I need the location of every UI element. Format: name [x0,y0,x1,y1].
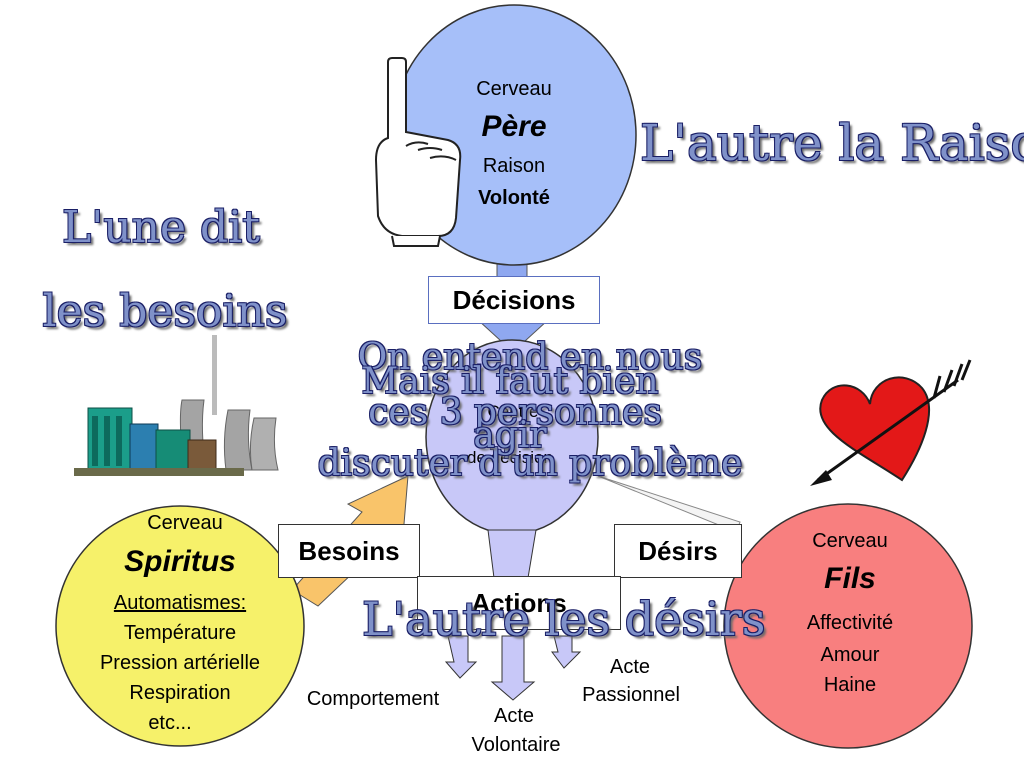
factory-icon [74,335,279,476]
spiritus-title: Spiritus [124,545,236,578]
center-label-2: de décision [466,448,553,467]
spiritus-cerveau: Cerveau [147,512,223,534]
spiritus-automatismes: Automatismes: [113,592,247,614]
overlay-une-dit: L'une dit [62,202,260,253]
output-acte-passionnel-1: Acte [609,656,651,678]
pere-cerveau: Cerveau [476,78,552,100]
spiritus-etc: etc... [148,712,192,734]
pere-title: Père [481,110,547,143]
pere-raison: Raison [482,155,546,177]
overlay-autre-raison: L'autre la Raison [640,114,1024,172]
output-arrows [444,635,582,701]
overlay-entend-2: ces 3 personnes [368,392,662,433]
output-acte-volontaire-2: Volontaire [471,734,561,756]
overlay-les-besoins: les besoins [42,286,288,337]
heart-arrow-icon [810,359,972,486]
pointing-hand-icon [374,57,462,247]
center-to-actions-arrow [487,529,537,579]
overlay-faut-1: Mais il faut bien [361,361,659,402]
overlay-faut-2: agir [473,415,547,456]
spiritus-respiration: Respiration [129,682,231,704]
pere-volonte: Volonté [478,187,550,209]
fils-amour: Amour [820,644,880,666]
output-acte-volontaire-1: Acte [493,705,535,727]
spiritus-pression: Pression artérielle [99,652,261,674]
desirs-box: Désirs [614,524,742,578]
actions-box: Actions [417,576,621,630]
fils-cerveau: Cerveau [812,530,888,552]
fils-haine: Haine [823,674,877,696]
overlay-entend-3: discuter d'un problème [317,443,743,484]
spiritus-circle [55,505,305,747]
output-acte-passionnel-2: Passionnel [582,684,680,706]
fils-title: Fils [824,562,876,595]
fils-circle [723,503,973,749]
output-comportement: Comportement [306,688,440,710]
overlay-entend-1: On entend en nous [357,337,703,378]
spiritus-temperature: Température [123,622,237,644]
fils-affectivite: Affectivité [806,612,894,634]
center-label-1: Centre [487,402,539,421]
besoins-box: Besoins [278,524,420,578]
overlay-autre-desirs: L'autre les désirs [362,592,766,646]
decisions-box: Décisions [428,276,600,324]
